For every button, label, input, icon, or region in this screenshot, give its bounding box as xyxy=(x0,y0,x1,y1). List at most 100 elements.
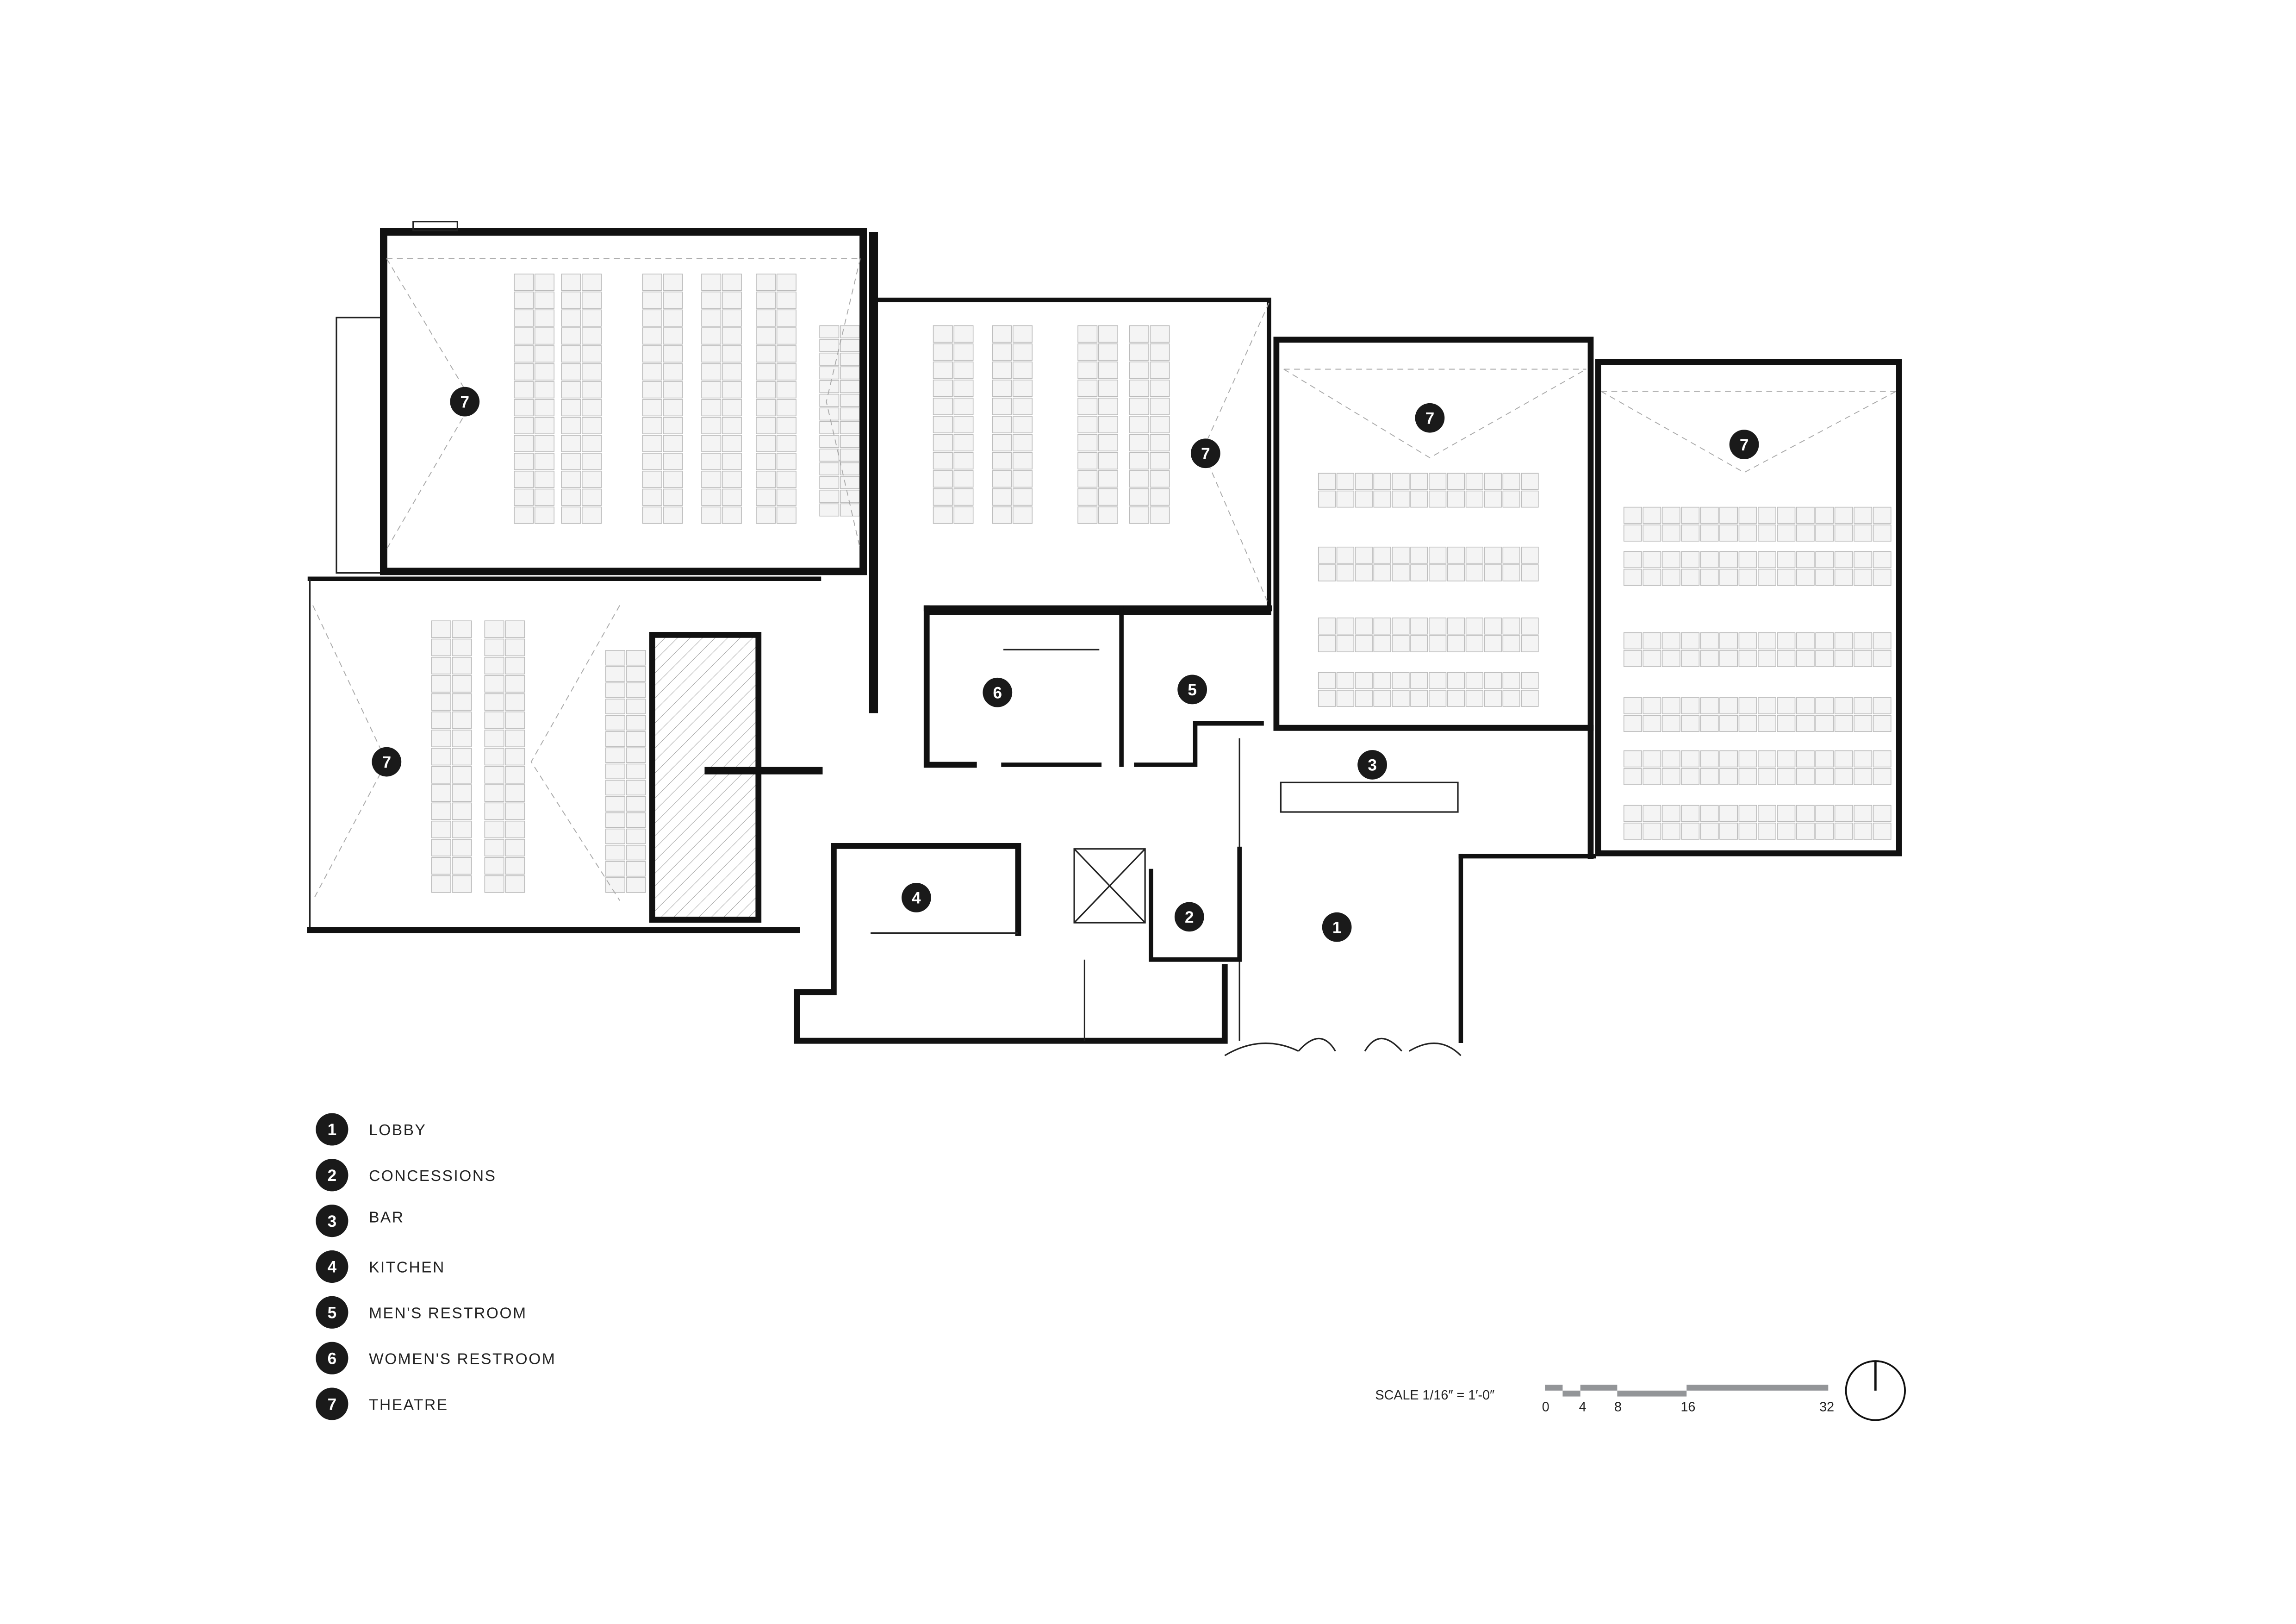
seat xyxy=(933,434,953,451)
seat xyxy=(933,416,953,433)
seat xyxy=(953,398,974,415)
seat xyxy=(1098,470,1118,488)
seat xyxy=(484,656,504,675)
seat xyxy=(581,399,602,417)
seat xyxy=(1700,525,1719,542)
seat xyxy=(642,435,662,452)
seat xyxy=(1150,470,1170,488)
seat xyxy=(1758,506,1776,524)
seat xyxy=(1873,697,1892,714)
seat xyxy=(1777,805,1796,822)
seat xyxy=(953,488,974,506)
seat xyxy=(663,381,683,399)
seat xyxy=(431,693,451,711)
seat xyxy=(1643,805,1661,822)
seat xyxy=(953,452,974,470)
seat xyxy=(1719,525,1738,542)
seat xyxy=(452,766,472,784)
seat xyxy=(992,488,1012,506)
seat xyxy=(484,875,504,893)
seat xyxy=(1643,768,1661,785)
seat xyxy=(1661,823,1680,840)
seat xyxy=(1521,635,1539,652)
seat xyxy=(534,435,555,452)
seat xyxy=(1077,416,1098,433)
seat xyxy=(1815,650,1834,667)
seat xyxy=(1681,805,1700,822)
seat xyxy=(1373,490,1391,508)
seat xyxy=(840,489,860,503)
seat xyxy=(1502,672,1520,689)
seat xyxy=(1502,564,1520,581)
seating xyxy=(431,274,1892,893)
seat xyxy=(452,638,472,656)
seat xyxy=(1719,823,1738,840)
seat xyxy=(933,325,953,343)
seat xyxy=(1098,416,1118,433)
seat xyxy=(642,470,662,488)
seat xyxy=(663,435,683,452)
room-marker-theatre: 7 xyxy=(1190,438,1220,468)
seat xyxy=(514,363,534,381)
seat xyxy=(484,730,504,747)
seat xyxy=(663,470,683,488)
seat xyxy=(933,488,953,506)
seat xyxy=(1129,452,1149,470)
seat xyxy=(1012,380,1033,397)
seat xyxy=(626,715,646,731)
seat xyxy=(756,435,776,452)
seat xyxy=(452,748,472,766)
seat xyxy=(1643,632,1661,650)
seat xyxy=(722,274,742,291)
seat xyxy=(1098,398,1118,415)
seat xyxy=(1777,525,1796,542)
seat xyxy=(840,366,860,380)
seat xyxy=(505,875,525,893)
seat xyxy=(452,656,472,675)
seat xyxy=(776,506,796,524)
seat xyxy=(1738,525,1757,542)
seat xyxy=(1777,768,1796,785)
seat xyxy=(484,802,504,820)
seat xyxy=(1700,805,1719,822)
seat xyxy=(1355,546,1373,564)
seat xyxy=(701,435,722,452)
seat xyxy=(992,506,1012,524)
seat xyxy=(1465,635,1484,652)
seat xyxy=(840,462,860,475)
seat xyxy=(581,309,602,327)
seat xyxy=(1873,525,1892,542)
seat xyxy=(1854,715,1873,732)
seat xyxy=(1815,805,1834,822)
seat xyxy=(642,345,662,363)
seat xyxy=(756,345,776,363)
seat xyxy=(581,470,602,488)
seat xyxy=(1392,672,1410,689)
seat xyxy=(1758,650,1776,667)
seat xyxy=(484,620,504,638)
seat xyxy=(1077,343,1098,361)
seat xyxy=(1336,546,1355,564)
seat xyxy=(452,620,472,638)
seat xyxy=(605,844,626,861)
seat xyxy=(534,470,555,488)
seat xyxy=(1502,490,1520,508)
seat xyxy=(1873,750,1892,768)
room-marker-bar: 3 xyxy=(1357,750,1388,780)
seat xyxy=(1373,635,1391,652)
svg-text:7: 7 xyxy=(328,1395,337,1413)
seat xyxy=(1623,715,1642,732)
seat xyxy=(1098,506,1118,524)
seat xyxy=(626,763,646,780)
seat xyxy=(933,398,953,415)
seat xyxy=(581,435,602,452)
seat xyxy=(1815,715,1834,732)
seat xyxy=(1643,551,1661,568)
seat xyxy=(505,766,525,784)
seat xyxy=(819,449,840,462)
seat xyxy=(933,506,953,524)
seat xyxy=(1758,805,1776,822)
